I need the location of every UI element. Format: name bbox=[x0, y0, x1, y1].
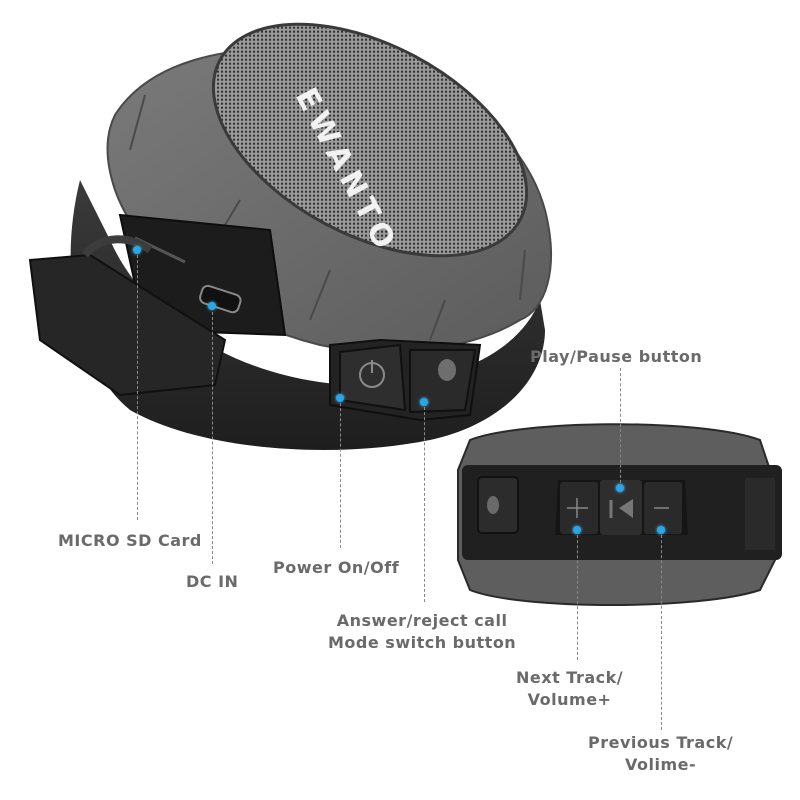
speaker-side-illustration bbox=[457, 423, 782, 606]
leader-prev bbox=[661, 530, 662, 730]
bluetooth-icon bbox=[438, 359, 456, 381]
label-prev: Previous Track/ Volime- bbox=[588, 732, 733, 776]
label-next-line2: Volume+ bbox=[527, 690, 612, 709]
leader-play-pause bbox=[620, 368, 621, 488]
label-prev-line2: Volime- bbox=[625, 755, 697, 774]
marker-next bbox=[573, 526, 581, 534]
power-button bbox=[339, 343, 407, 412]
marker-play-pause bbox=[616, 484, 624, 492]
bluetooth-button bbox=[409, 349, 477, 414]
dc-in-port bbox=[199, 284, 242, 314]
label-answer-line2: Mode switch button bbox=[328, 633, 517, 652]
leader-micro-sd bbox=[137, 250, 138, 520]
marker-micro-sd bbox=[133, 246, 141, 254]
label-play-pause: Play/Pause button bbox=[530, 347, 703, 366]
label-next: Next Track/ Volume+ bbox=[516, 667, 623, 711]
marker-power bbox=[336, 394, 344, 402]
label-power: Power On/Off bbox=[273, 558, 400, 577]
leader-next bbox=[577, 530, 578, 660]
speaker-grille bbox=[211, 22, 529, 258]
label-answer-line1: Answer/reject call bbox=[336, 611, 508, 630]
side-buttons bbox=[329, 338, 482, 422]
port-panel bbox=[28, 213, 287, 397]
label-dc-in: DC IN bbox=[186, 572, 239, 591]
label-answer: Answer/reject call Mode switch button bbox=[328, 610, 516, 654]
marker-prev bbox=[657, 526, 665, 534]
leader-dc-in bbox=[212, 302, 213, 564]
bluetooth-icon bbox=[487, 496, 499, 514]
label-next-line1: Next Track/ bbox=[516, 668, 624, 687]
leader-power bbox=[340, 398, 341, 548]
label-micro-sd: MICRO SD Card bbox=[58, 531, 202, 550]
marker-dc-in bbox=[208, 302, 216, 310]
marker-answer bbox=[420, 398, 428, 406]
label-prev-line1: Previous Track/ bbox=[588, 733, 734, 752]
leader-answer bbox=[424, 402, 425, 602]
